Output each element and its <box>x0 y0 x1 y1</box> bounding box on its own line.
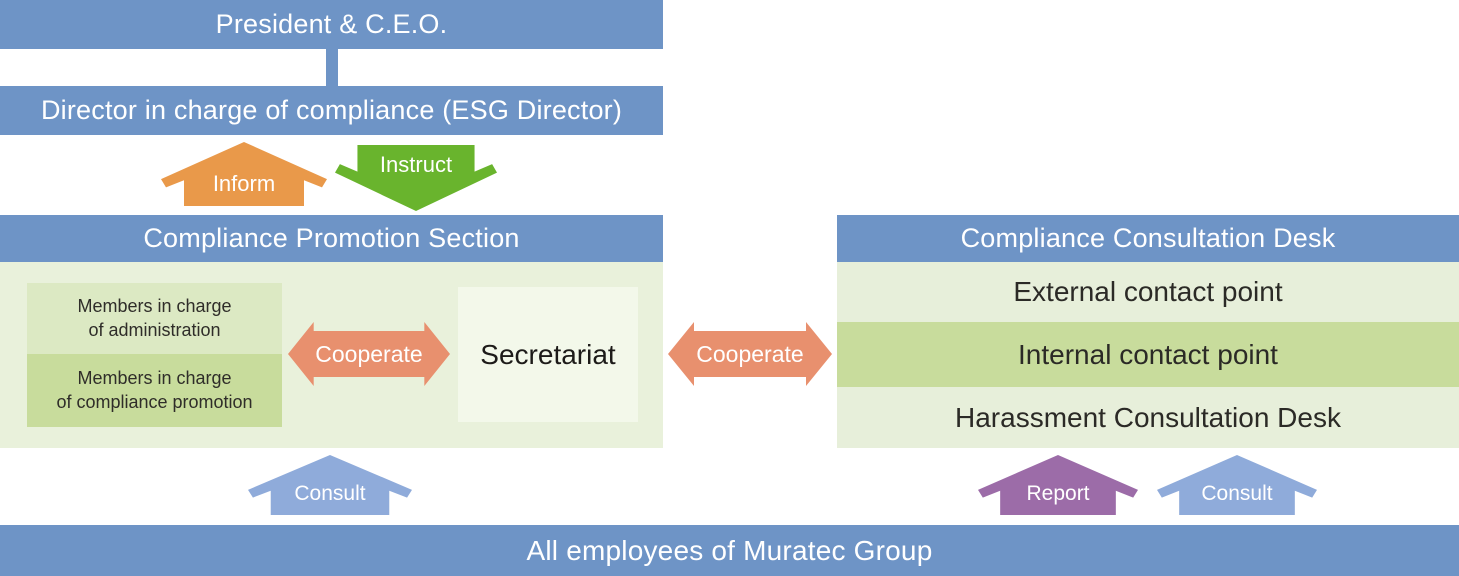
down-arrow-icon <box>335 145 497 211</box>
up-arrow-icon <box>248 455 412 515</box>
promotion-section-header: Compliance Promotion Section <box>0 215 663 262</box>
members-compliance-promotion-label: Members in charge of compliance promotio… <box>56 368 253 412</box>
consultation-desk-header: Compliance Consultation Desk <box>837 215 1459 262</box>
secretariat-label: Secretariat <box>480 338 616 370</box>
all-employees-bar: All employees of Muratec Group <box>0 525 1459 576</box>
members-administration-box: Members in charge of administration <box>27 283 282 354</box>
double-arrow-icon <box>288 322 450 386</box>
internal-contact-point-row: Internal contact point <box>837 322 1459 387</box>
cooperate-middle-arrow: Cooperate <box>668 322 832 386</box>
consult-right-arrow: Consult <box>1157 455 1317 515</box>
external-contact-point-label: External contact point <box>1013 276 1283 307</box>
harassment-consultation-desk-row: Harassment Consultation Desk <box>837 387 1459 448</box>
director-label: Director in charge of compliance (ESG Di… <box>40 95 623 125</box>
director-bar: Director in charge of compliance (ESG Di… <box>0 86 663 135</box>
president-ceo-bar: President & C.E.O. <box>0 0 663 49</box>
all-employees-label: All employees of Muratec Group <box>526 534 933 566</box>
promotion-section-body: Members in charge of administration Memb… <box>0 262 663 448</box>
president-ceo-label: President & C.E.O. <box>215 9 448 39</box>
instruct-arrow: Instruct <box>335 145 497 211</box>
harassment-consultation-desk-label: Harassment Consultation Desk <box>955 401 1341 433</box>
promotion-section-title: Compliance Promotion Section <box>143 223 520 253</box>
cooperate-left-arrow: Cooperate <box>288 322 450 386</box>
members-compliance-promotion-box: Members in charge of compliance promotio… <box>27 354 282 427</box>
inform-arrow: Inform <box>161 142 327 206</box>
internal-contact-point-label: Internal contact point <box>1018 338 1278 370</box>
secretariat-box: Secretariat <box>458 287 638 422</box>
up-arrow-icon <box>161 142 327 206</box>
members-administration-label: Members in charge of administration <box>77 296 232 340</box>
up-arrow-icon <box>1157 455 1317 515</box>
up-arrow-icon <box>978 455 1138 515</box>
consultation-desk-title: Compliance Consultation Desk <box>960 223 1336 253</box>
report-arrow: Report <box>978 455 1138 515</box>
external-contact-point-row: External contact point <box>837 262 1459 322</box>
double-arrow-icon <box>668 322 832 386</box>
hierarchy-connector-line <box>326 49 338 87</box>
consult-left-arrow: Consult <box>248 455 412 515</box>
